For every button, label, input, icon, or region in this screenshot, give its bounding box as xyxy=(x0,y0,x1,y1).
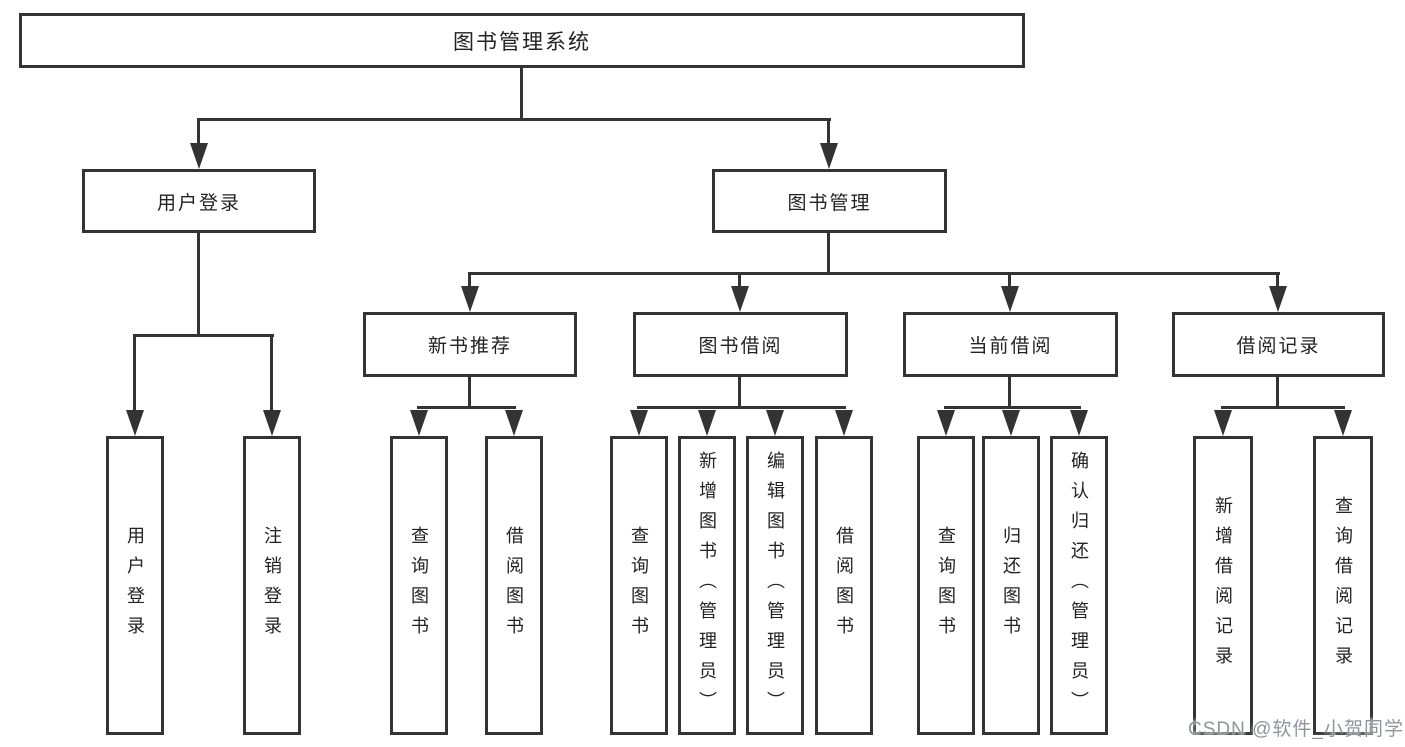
connector-line xyxy=(1276,273,1279,288)
arrow-down-icon xyxy=(698,410,716,436)
arrow-down-icon xyxy=(461,286,479,312)
node-new-book-recommend-label: 新书推荐 xyxy=(427,336,512,357)
leaf-query-books-borrowing: 查询图书 xyxy=(610,436,668,735)
connector-line xyxy=(270,335,273,412)
connector-line xyxy=(637,406,846,409)
arrow-down-icon xyxy=(1002,410,1020,436)
connector-line xyxy=(1008,273,1011,288)
node-library-system: 图书管理系统 xyxy=(19,13,1025,68)
leaf-user-login: 用户登录 xyxy=(106,436,164,735)
leaf-add-books-admin-label: 新增图书（管理员） xyxy=(697,450,717,721)
node-library-system-label: 图书管理系统 xyxy=(453,30,591,54)
arrow-down-icon xyxy=(937,410,955,436)
arrow-down-icon xyxy=(1214,410,1232,436)
leaf-query-books-recommend-label: 查询图书 xyxy=(409,525,429,646)
arrow-down-icon xyxy=(190,143,208,169)
leaf-query-books-current: 查询图书 xyxy=(917,436,975,735)
leaf-add-borrow-record-label: 新增借阅记录 xyxy=(1213,495,1233,676)
leaf-return-books: 归还图书 xyxy=(982,436,1040,735)
arrow-down-icon xyxy=(1269,286,1287,312)
arrow-down-icon xyxy=(731,286,749,312)
connector-line xyxy=(827,119,830,145)
connector-line xyxy=(417,406,516,409)
arrow-down-icon xyxy=(630,410,648,436)
connector-line xyxy=(133,334,274,337)
leaf-query-borrow-record-label: 查询借阅记录 xyxy=(1333,495,1353,676)
leaf-borrow-books-borrowing: 借阅图书 xyxy=(815,436,873,735)
leaf-return-books-label: 归还图书 xyxy=(1001,525,1021,646)
leaf-add-books-admin: 新增图书（管理员） xyxy=(678,436,736,735)
leaf-add-borrow-record: 新增借阅记录 xyxy=(1193,436,1253,735)
node-book-management-label: 图书管理 xyxy=(787,192,872,214)
leaf-borrow-books-recommend: 借阅图书 xyxy=(485,436,543,735)
arrow-down-icon xyxy=(410,410,428,436)
connector-line xyxy=(468,273,471,288)
node-new-book-recommend: 新书推荐 xyxy=(363,312,577,377)
node-book-borrowing: 图书借阅 xyxy=(633,312,848,377)
node-book-management: 图书管理 xyxy=(712,169,947,233)
leaf-user-login-label: 用户登录 xyxy=(125,525,145,646)
connector-line xyxy=(133,335,136,412)
connector-line xyxy=(468,377,471,407)
connector-line xyxy=(738,377,741,407)
arrow-down-icon xyxy=(1070,410,1088,436)
arrow-down-icon xyxy=(1001,286,1019,312)
node-borrowing-records: 借阅记录 xyxy=(1172,312,1385,377)
node-borrowing-records-label: 借阅记录 xyxy=(1236,336,1321,357)
connector-line xyxy=(738,273,741,288)
leaf-query-books-current-label: 查询图书 xyxy=(936,525,956,646)
leaf-logout: 注销登录 xyxy=(243,436,301,735)
connector-line xyxy=(1221,406,1345,409)
csdn-watermark: CSDN @软件_小贺同学 xyxy=(1188,719,1404,740)
leaf-query-books-borrowing-label: 查询图书 xyxy=(629,525,649,646)
node-current-borrowing-label: 当前借阅 xyxy=(968,336,1053,357)
arrow-down-icon xyxy=(126,410,144,436)
connector-line xyxy=(1276,377,1279,407)
arrow-down-icon xyxy=(263,410,281,436)
connector-line xyxy=(197,118,831,121)
node-user-login-label: 用户登录 xyxy=(156,192,241,214)
connector-line xyxy=(944,406,1081,409)
leaf-borrow-books-borrowing-label: 借阅图书 xyxy=(834,525,854,646)
leaf-confirm-return-admin: 确认归还（管理员） xyxy=(1050,436,1108,735)
leaf-confirm-return-admin-label: 确认归还（管理员） xyxy=(1069,450,1089,721)
arrow-down-icon xyxy=(820,143,838,169)
arrow-down-icon xyxy=(766,410,784,436)
connector-line xyxy=(1008,377,1011,407)
node-book-borrowing-label: 图书借阅 xyxy=(698,336,783,357)
leaf-logout-label: 注销登录 xyxy=(262,525,282,646)
leaf-edit-books-admin: 编辑图书（管理员） xyxy=(746,436,804,735)
node-user-login: 用户登录 xyxy=(82,169,316,233)
arrow-down-icon xyxy=(1334,410,1352,436)
connector-line xyxy=(197,119,200,145)
node-current-borrowing: 当前借阅 xyxy=(903,312,1118,377)
connector-line xyxy=(197,233,200,335)
connector-line xyxy=(827,233,830,273)
arrow-down-icon xyxy=(505,410,523,436)
leaf-borrow-books-recommend-label: 借阅图书 xyxy=(504,525,524,646)
connector-line xyxy=(468,272,1280,275)
leaf-query-books-recommend: 查询图书 xyxy=(390,436,448,735)
arrow-down-icon xyxy=(835,410,853,436)
leaf-query-borrow-record: 查询借阅记录 xyxy=(1313,436,1373,735)
connector-line xyxy=(520,68,523,119)
leaf-edit-books-admin-label: 编辑图书（管理员） xyxy=(765,450,785,721)
